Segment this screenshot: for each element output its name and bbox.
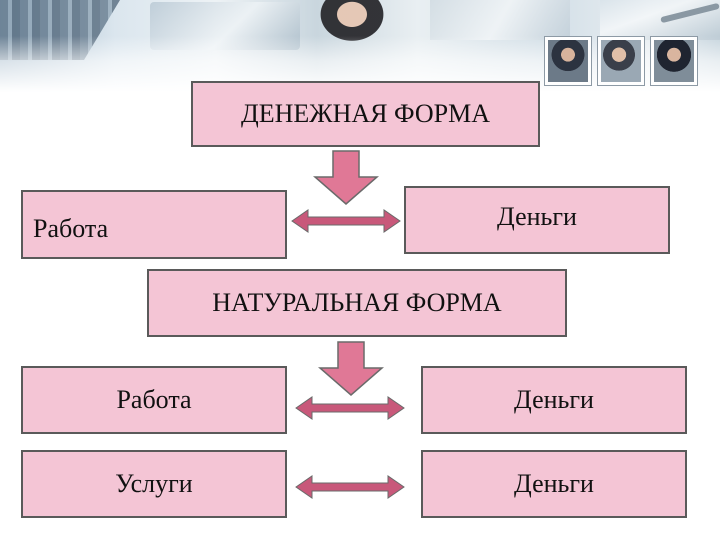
natural-form-title-box: НАТУРАЛЬНАЯ ФОРМА [147, 269, 567, 337]
photo-thumbnail-2 [598, 37, 644, 85]
natural-form-title: НАТУРАЛЬНАЯ ФОРМА [212, 288, 502, 317]
natural-form-row2-money-label: Деньги [514, 469, 594, 498]
natural-form-row1-money-box: Деньги [421, 366, 687, 434]
natural-form-row2-money-box: Деньги [421, 450, 687, 518]
photo-thumbnail-1 [545, 37, 591, 85]
double-arrow-icon [295, 396, 405, 420]
photo-thumbnail-3 [651, 37, 697, 85]
natural-form-row1-work-label: Работа [116, 385, 192, 414]
money-form-title: ДЕНЕЖНАЯ ФОРМА [241, 99, 490, 128]
down-arrow-icon [313, 150, 379, 205]
documents-image [430, 0, 570, 40]
money-form-money-box: Деньги [404, 186, 670, 254]
money-form-work-box: Работа [21, 190, 287, 259]
money-form-money-label: Деньги [497, 202, 577, 231]
money-form-title-box: ДЕНЕЖНАЯ ФОРМА [191, 81, 540, 147]
double-arrow-icon [291, 209, 401, 233]
natural-form-row2-services-box: Услуги [21, 450, 287, 518]
natural-form-row1-money-label: Деньги [514, 385, 594, 414]
natural-form-row1-work-box: Работа [21, 366, 287, 434]
header-banner [0, 0, 720, 92]
natural-form-row2-services-label: Услуги [115, 469, 193, 498]
down-arrow-icon [318, 341, 384, 396]
money-form-work-label: Работа [33, 213, 109, 243]
double-arrow-icon [295, 475, 405, 499]
